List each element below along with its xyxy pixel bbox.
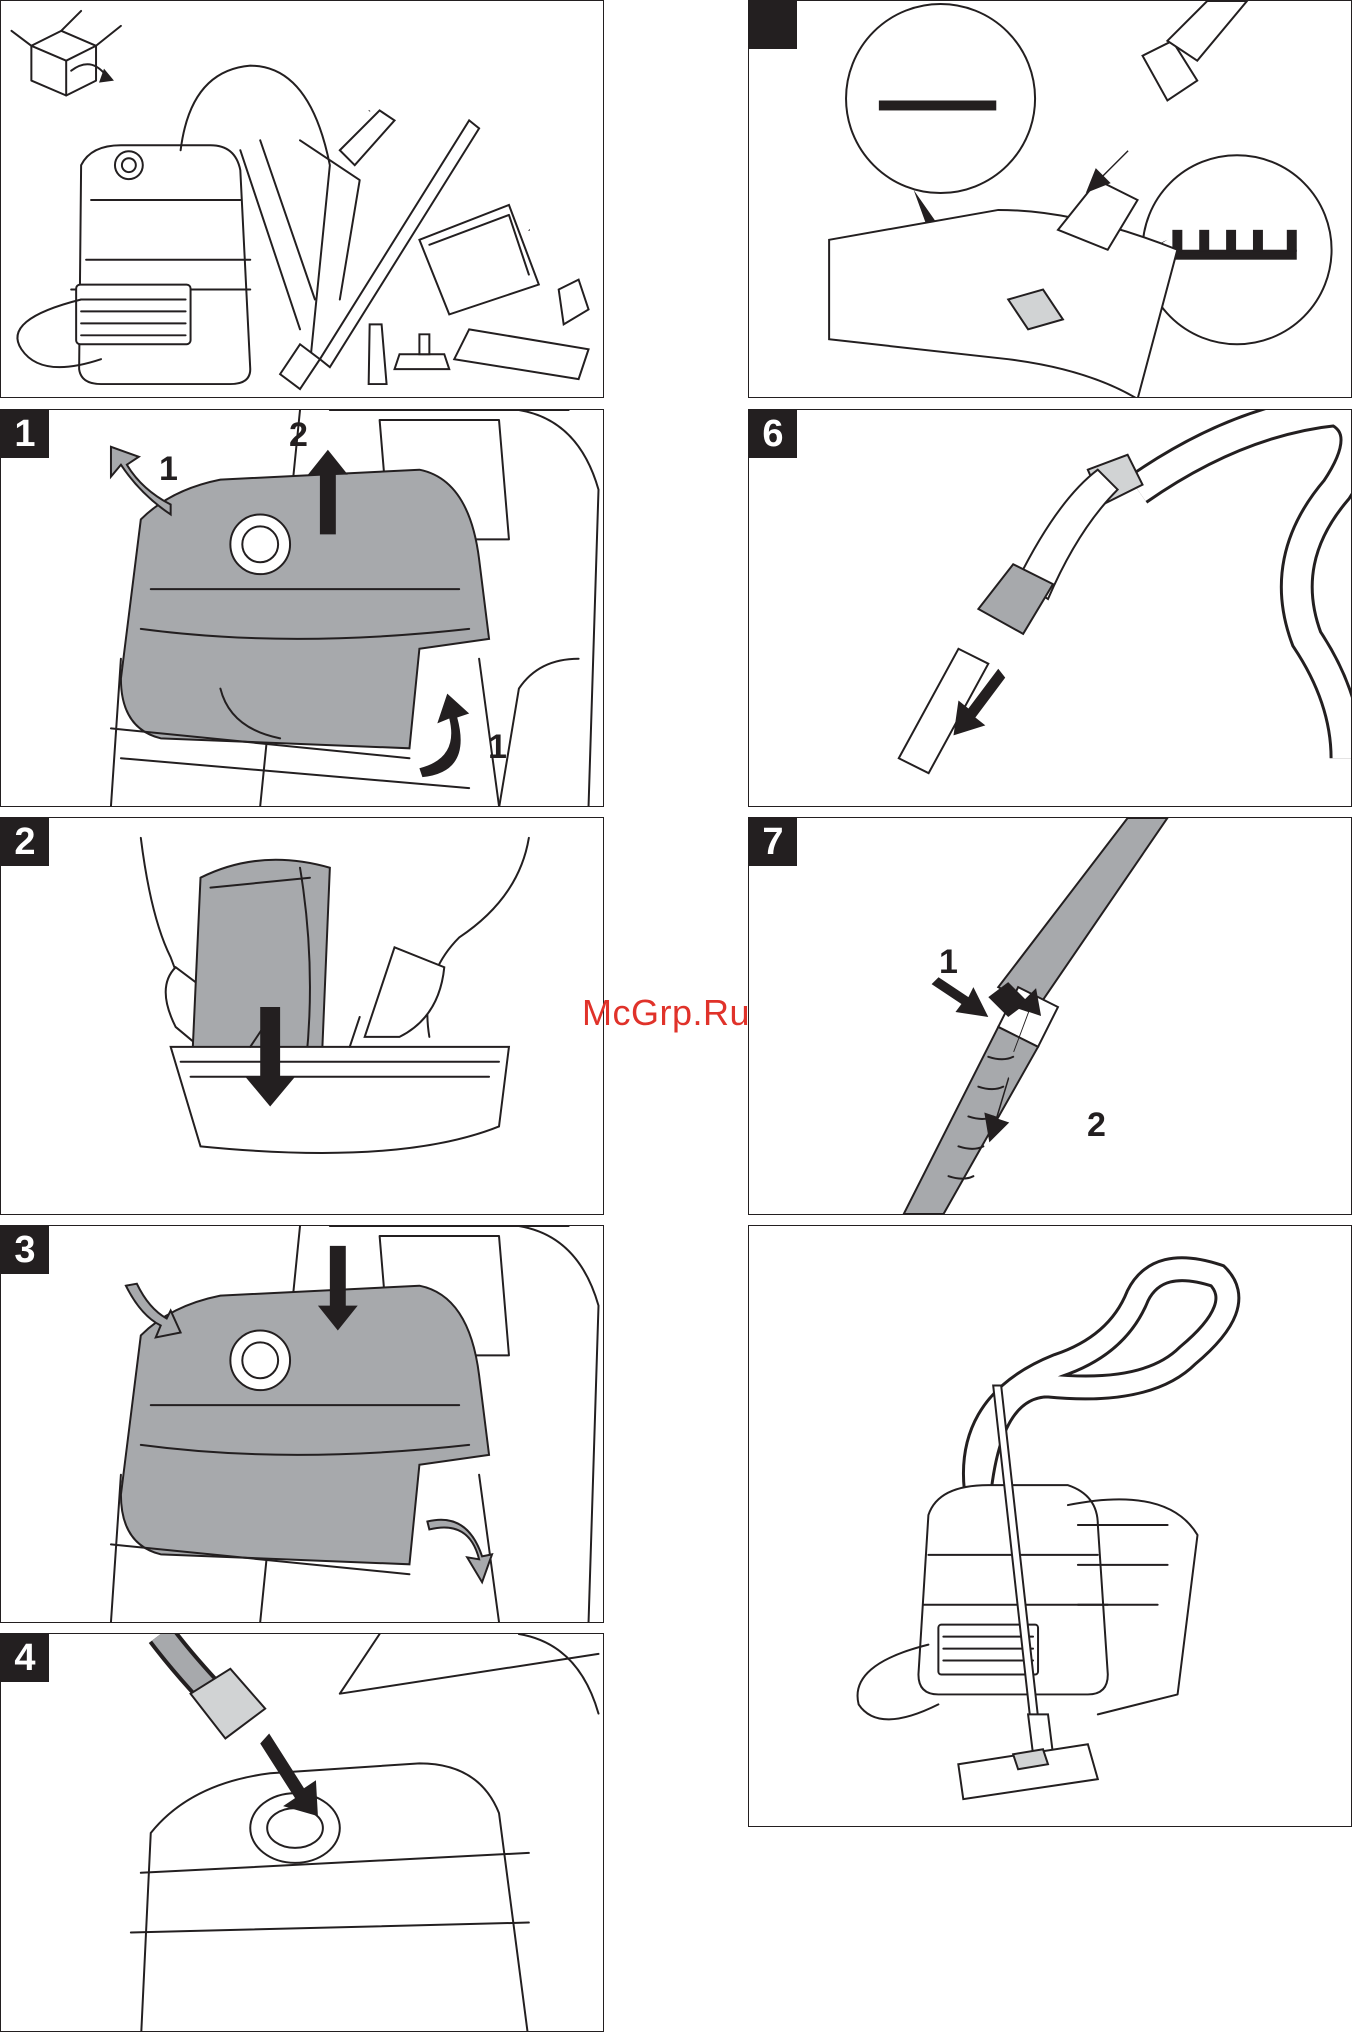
callout-1-lock-button: 1	[939, 943, 958, 982]
callout-1-right: 1	[488, 728, 507, 767]
callout-1-left: 1	[159, 450, 178, 489]
illustration-floor-nozzle-switch	[749, 1, 1351, 397]
panel-step-3: 3	[0, 1225, 604, 1623]
step-number-badge: 3	[1, 1226, 49, 1274]
illustration-replace-cover	[1, 1226, 603, 1622]
illustration-unpacked-contents	[1, 1, 603, 397]
illustration-remove-cover	[1, 410, 603, 806]
callout-2-up: 2	[289, 416, 308, 455]
panel-step-5	[748, 0, 1352, 398]
step-number-badge: 2	[1, 818, 49, 866]
panel-step-4: 4	[0, 1633, 604, 2032]
unpack-box-icon	[11, 11, 120, 96]
step-number-badge: 1	[1, 410, 49, 458]
illustration-attach-hose-to-inlet	[1, 1634, 603, 2031]
illustration-connect-handle-to-tube	[749, 410, 1351, 806]
panel-step-1: 1 1 2 1	[0, 409, 604, 807]
step-number-badge: 7	[749, 818, 797, 866]
illustration-insert-filter-bag	[1, 818, 603, 1214]
panel-step-7: 7 1 2	[748, 817, 1352, 1215]
illustration-assembled-vacuum	[749, 1226, 1351, 1826]
panel-step-6: 6	[748, 409, 1352, 807]
step-number-badge: 4	[1, 1634, 49, 1682]
panel-step-2: 2	[0, 817, 604, 1215]
watermark-text: McGrp.Ru	[582, 992, 750, 1034]
step-number-badge	[749, 1, 797, 49]
panel-assembled	[748, 1225, 1352, 1827]
callout-2-slide: 2	[1087, 1106, 1106, 1145]
hard-floor-icon	[879, 100, 996, 110]
illustration-adjust-telescopic-tube	[749, 818, 1351, 1214]
step-number-badge: 6	[749, 410, 797, 458]
panel-unpack	[0, 0, 604, 398]
